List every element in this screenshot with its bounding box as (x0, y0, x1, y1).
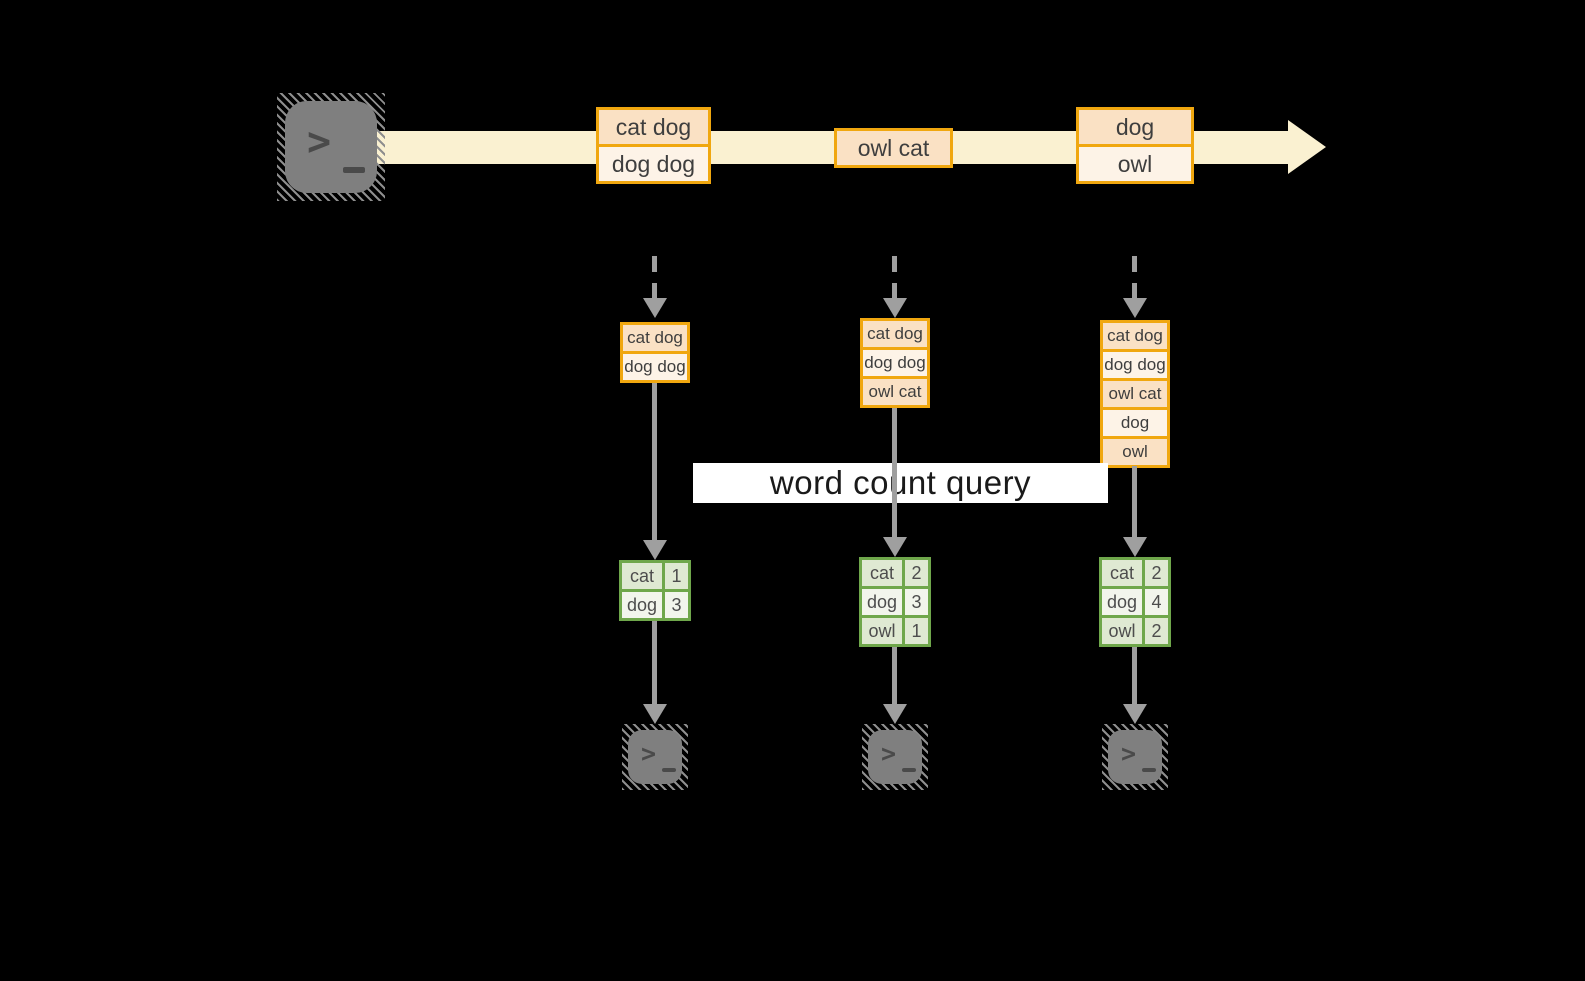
sink-terminal-icon-2: > (862, 724, 928, 790)
sink-terminal-icon-1: > (622, 724, 688, 790)
terminal-screen: > (1108, 730, 1162, 784)
count-cell: 3 (902, 586, 931, 618)
stack-row: dog dog (620, 351, 690, 383)
dashed-arrow-icon (652, 256, 657, 298)
dashed-arrow-head-icon (883, 298, 907, 318)
terminal-screen: > (628, 730, 682, 784)
dashed-arrow-head-icon (1123, 298, 1147, 318)
word-cell: cat (859, 557, 905, 589)
word-cell: dog (1099, 586, 1145, 618)
stack-row: owl cat (1100, 378, 1170, 410)
word-cell: dog (859, 586, 905, 618)
table-row: cat 2 (1099, 557, 1171, 589)
count-cell: 2 (1142, 557, 1171, 589)
count-cell: 4 (1142, 586, 1171, 618)
event-row: dog dog (596, 144, 711, 184)
stack-row: owl cat (860, 376, 930, 408)
stack-row: cat dog (860, 318, 930, 350)
prompt-chevron-icon: > (1121, 739, 1137, 768)
count-cell: 2 (1142, 615, 1171, 647)
stack-row: dog (1100, 407, 1170, 439)
query-label: word count query (693, 463, 1108, 503)
table-row: cat 1 (619, 560, 691, 592)
count-cell: 2 (902, 557, 931, 589)
prompt-chevron-icon: > (641, 739, 657, 768)
table-row: cat 2 (859, 557, 931, 589)
arrow-head-icon (1123, 704, 1147, 724)
stack-row: owl (1100, 436, 1170, 468)
stack-row: dog dog (1100, 349, 1170, 381)
terminal-screen: > (285, 101, 377, 193)
event-row: cat dog (596, 107, 711, 147)
dashed-arrow-head-icon (643, 298, 667, 318)
arrow-icon (892, 647, 897, 704)
prompt-cursor-icon (902, 768, 916, 772)
terminal-screen: > (868, 730, 922, 784)
dashed-arrow-icon (1132, 256, 1137, 298)
arrow-icon (652, 383, 657, 540)
prompt-cursor-icon (1142, 768, 1156, 772)
count-table-1: cat 1 dog 3 (619, 560, 691, 621)
count-cell: 1 (662, 560, 691, 592)
table-row: dog 4 (1099, 586, 1171, 618)
state-stack-3: cat dog dog dog owl cat dog owl (1100, 320, 1170, 468)
event-row: dog (1076, 107, 1194, 147)
arrow-icon (1132, 647, 1137, 704)
stack-row: cat dog (620, 322, 690, 354)
stack-row: cat dog (1100, 320, 1170, 352)
sink-terminal-icon-3: > (1102, 724, 1168, 790)
prompt-cursor-icon (343, 167, 365, 173)
arrow-icon (1132, 466, 1137, 537)
stream-arrow-head-icon (1288, 120, 1326, 174)
table-row: owl 1 (859, 615, 931, 647)
word-cell: cat (1099, 557, 1145, 589)
word-cell: cat (619, 560, 665, 592)
prompt-chevron-icon: > (307, 119, 332, 165)
stream-event-2: owl cat (834, 128, 953, 168)
source-terminal-icon: > (277, 93, 385, 201)
arrow-icon (892, 408, 897, 537)
arrow-icon (652, 621, 657, 704)
prompt-cursor-icon (662, 768, 676, 772)
stream-event-1: cat dog dog dog (596, 107, 711, 184)
state-stack-1: cat dog dog dog (620, 322, 690, 383)
word-cell: owl (1099, 615, 1145, 647)
event-row: owl (1076, 144, 1194, 184)
arrow-head-icon (883, 704, 907, 724)
count-table-2: cat 2 dog 3 owl 1 (859, 557, 931, 647)
table-row: dog 3 (859, 586, 931, 618)
arrow-head-icon (1123, 537, 1147, 557)
stack-row: dog dog (860, 347, 930, 379)
word-cell: dog (619, 589, 665, 621)
state-stack-2: cat dog dog dog owl cat (860, 318, 930, 408)
arrow-head-icon (883, 537, 907, 557)
word-cell: owl (859, 615, 905, 647)
event-row: owl cat (834, 128, 953, 168)
table-row: owl 2 (1099, 615, 1171, 647)
count-cell: 3 (662, 589, 691, 621)
arrow-head-icon (643, 704, 667, 724)
table-row: dog 3 (619, 589, 691, 621)
count-cell: 1 (902, 615, 931, 647)
stream-event-3: dog owl (1076, 107, 1194, 184)
arrow-head-icon (643, 540, 667, 560)
prompt-chevron-icon: > (881, 739, 897, 768)
count-table-3: cat 2 dog 4 owl 2 (1099, 557, 1171, 647)
dashed-arrow-icon (892, 256, 897, 298)
